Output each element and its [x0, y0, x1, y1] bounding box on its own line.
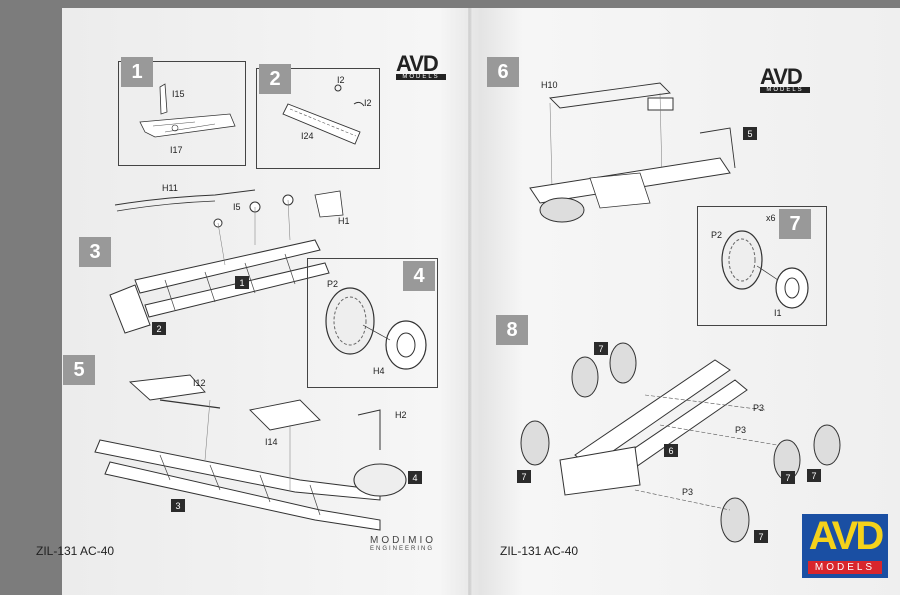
- step-7-drawing: [721, 230, 809, 309]
- ref-tag-7-b: 7: [517, 470, 531, 483]
- avd-logo-right: AVD MODELS: [760, 66, 810, 97]
- label-p3-middle: P3: [735, 425, 747, 435]
- step-4-drawing: [325, 287, 427, 370]
- ref-tag-7-c: 7: [781, 471, 795, 484]
- avd-logo-left: AVD MODELS: [396, 53, 446, 84]
- ref-tag-4: 4: [408, 471, 422, 484]
- ref-tag-6: 6: [664, 444, 678, 457]
- label-i2-upper: I2: [337, 75, 345, 85]
- ref-tag-1: 1: [235, 276, 249, 289]
- label-i15: I15: [172, 89, 185, 99]
- avd-models-logo: AVD MODELS: [802, 514, 888, 578]
- step-2-number: 2: [259, 64, 291, 94]
- ref-tag-7-a: 7: [594, 342, 608, 355]
- modimio-subtitle: ENGINEERING: [370, 546, 435, 552]
- label-i12: I12: [193, 378, 206, 388]
- step-3-drawing: [109, 189, 344, 334]
- label-p2-left: P2: [327, 279, 339, 289]
- step-7-number: 7: [779, 209, 811, 239]
- step-5-number: 5: [63, 355, 95, 385]
- step-6-number: 6: [487, 57, 519, 87]
- step-7-box: [697, 206, 827, 326]
- label-i5: I5: [233, 202, 241, 212]
- ref-tag-5: 5: [743, 127, 757, 140]
- step-3-number: 3: [79, 237, 111, 267]
- label-h4: H4: [373, 366, 385, 376]
- step-8-number: 8: [496, 315, 528, 345]
- label-h11: H11: [162, 183, 178, 193]
- step-2-drawing: [282, 84, 365, 145]
- label-h2: H2: [395, 410, 407, 420]
- step-1-number: 1: [121, 57, 153, 87]
- label-h10: H10: [541, 80, 558, 90]
- modimio-logo: MODIMIO: [370, 535, 436, 546]
- step-5-drawing: [94, 374, 407, 531]
- step-4-number: 4: [403, 261, 435, 291]
- step-6-drawing: [529, 82, 736, 223]
- step-8-drawing: [520, 342, 841, 543]
- ref-tag-7-e: 7: [754, 530, 768, 543]
- footer-title-left: ZIL-131 AC-40: [36, 544, 115, 558]
- ref-tag-3: 3: [171, 499, 185, 512]
- label-i2-lower: I2: [364, 98, 372, 108]
- page-fold: [468, 8, 472, 595]
- ref-tag-7-d: 7: [807, 469, 821, 482]
- label-i17: I17: [170, 145, 183, 155]
- ref-tag-2: 2: [152, 322, 166, 335]
- label-x6: x6: [766, 213, 776, 223]
- label-h1: H1: [338, 216, 350, 226]
- label-i1: I1: [774, 308, 782, 318]
- step-4-box: [307, 258, 438, 388]
- label-i24: I24: [301, 131, 314, 141]
- label-p2-right: P2: [711, 230, 723, 240]
- step-1-box: [118, 61, 246, 166]
- step-2-box: [256, 68, 380, 169]
- label-p3-lower: P3: [682, 487, 694, 497]
- step-1-drawing: [139, 83, 236, 138]
- footer-title-right: ZIL-131 AC-40: [500, 544, 579, 558]
- label-i14: I14: [265, 437, 278, 447]
- label-p3-upper: P3: [753, 403, 765, 413]
